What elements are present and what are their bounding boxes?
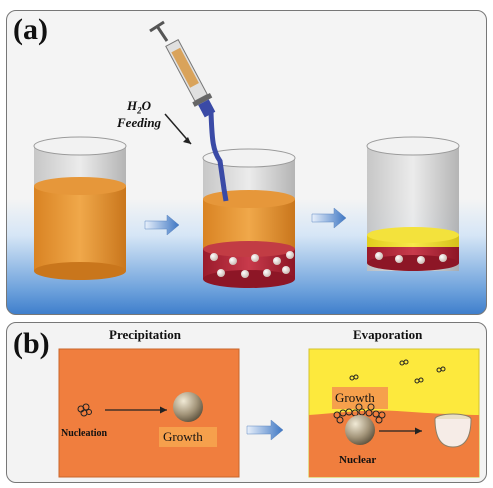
panel-b: (b) Precipitation Nucleation Growth Evap… <box>6 322 487 483</box>
growth-label-right: Growth <box>335 390 375 406</box>
arrow-right-2 <box>312 208 346 228</box>
h2o-label: H2O <box>127 98 151 116</box>
cup-particle-icon <box>435 414 471 447</box>
nucleation-label: Nucleation <box>61 428 107 439</box>
beaker-1 <box>34 137 126 280</box>
nuclear-label: Nuclear <box>339 454 376 466</box>
arrow-right-1 <box>145 215 179 235</box>
feeding-arrowhead <box>183 137 191 144</box>
panel-a-label: (a) <box>13 13 48 47</box>
panel-b-label: (b) <box>13 327 50 361</box>
nuclear-particle <box>345 415 375 445</box>
beaker-2 <box>203 149 295 288</box>
panel-b-illustration <box>7 323 487 483</box>
panel-a: (a) H2O Feeding <box>6 10 487 315</box>
arrow-right-3 <box>247 420 283 440</box>
panel-a-illustration <box>7 11 487 315</box>
precipitation-panel <box>59 349 239 477</box>
growth-label-left: Growth <box>163 429 203 445</box>
feeding-label: Feeding <box>117 115 161 131</box>
evaporation-title: Evaporation <box>353 327 422 343</box>
precipitation-title: Precipitation <box>109 327 181 343</box>
grown-particle-left <box>173 392 203 422</box>
beaker-3 <box>367 137 459 271</box>
